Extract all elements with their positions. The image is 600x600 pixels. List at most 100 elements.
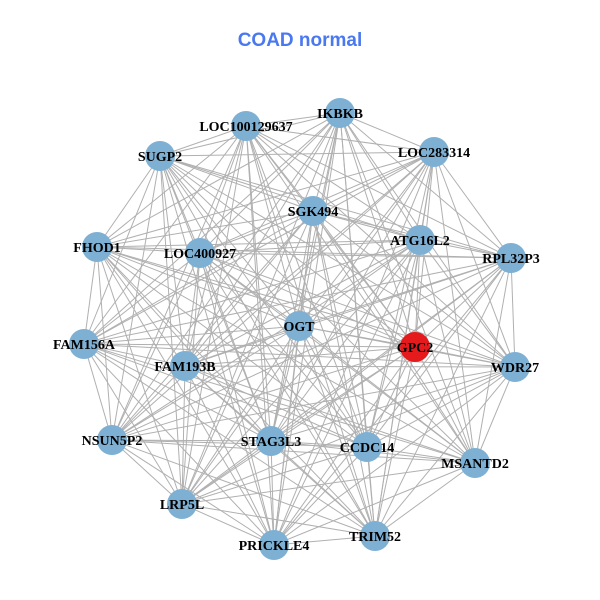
edge-WDR27-CCDC14: [366, 366, 516, 448]
edge-FAM193B-MSANTD2: [184, 365, 476, 464]
edge-SGK494-LOC400927: [199, 210, 314, 254]
node-label: CCDC14: [340, 441, 394, 456]
edge-LOC283314-FHOD1: [96, 151, 435, 248]
node-IKBKB[interactable]: [325, 98, 355, 128]
edge-NSUN5P2-PRICKLE4: [111, 439, 275, 546]
edge-SUGP2-STAG3L3: [159, 155, 272, 442]
edge-LOC100129637-MSANTD2: [245, 125, 476, 464]
edge-OGT-MSANTD2: [298, 325, 476, 464]
edge-SGK494-ATG16L2: [312, 210, 421, 241]
edge-LOC283314-PRICKLE4: [273, 151, 435, 546]
edge-LOC100129637-LOC400927: [199, 125, 247, 254]
edge-LOC283314-WDR27: [433, 151, 516, 368]
edge-LOC100129637-STAG3L3: [245, 125, 272, 442]
edge-STAG3L3-LRP5L: [181, 440, 272, 505]
edge-GPC2-TRIM52: [374, 346, 416, 537]
node-label: LOC100129637: [199, 120, 292, 135]
edge-FHOD1-NSUN5P2: [96, 246, 113, 441]
edge-FHOD1-FAM193B: [96, 246, 186, 367]
edge-ATG16L2-WDR27: [419, 239, 516, 368]
node-label: TRIM52: [349, 530, 401, 545]
edge-SUGP2-OGT: [159, 155, 300, 327]
edge-LOC100129637-SUGP2: [159, 125, 247, 157]
edge-LOC400927-NSUN5P2: [111, 252, 201, 441]
node-SGK494[interactable]: [298, 196, 328, 226]
edge-IKBKB-NSUN5P2: [111, 112, 341, 441]
node-label: SGK494: [288, 205, 339, 220]
edge-FHOD1-CCDC14: [96, 246, 368, 448]
edge-OGT-TRIM52: [298, 325, 376, 537]
edge-SGK494-FHOD1: [96, 210, 314, 248]
edge-LRP5L-TRIM52: [181, 503, 376, 537]
node-CCDC14[interactable]: [352, 432, 382, 462]
edge-SGK494-FAM193B: [184, 210, 314, 367]
node-LOC400927[interactable]: [185, 238, 215, 268]
node-MSANTD2[interactable]: [460, 448, 490, 478]
node-WDR27[interactable]: [500, 352, 530, 382]
edge-LOC283314-SGK494: [312, 151, 435, 212]
node-PRICKLE4[interactable]: [259, 530, 289, 560]
node-ATG16L2[interactable]: [405, 225, 435, 255]
edge-LOC283314-MSANTD2: [433, 151, 476, 464]
edge-WDR27-LRP5L: [181, 366, 516, 505]
edge-FAM193B-CCDC14: [184, 365, 368, 448]
node-LOC100129637[interactable]: [231, 111, 261, 141]
node-label: NSUN5P2: [82, 434, 143, 449]
edge-CCDC14-PRICKLE4: [273, 446, 368, 546]
edge-SUGP2-FAM193B: [159, 155, 186, 367]
node-label: FAM193B: [154, 360, 215, 375]
node-label: RPL32P3: [482, 252, 540, 267]
edge-FAM156A-WDR27: [83, 343, 516, 368]
edge-SUGP2-FHOD1: [96, 155, 161, 248]
edge-FAM193B-LRP5L: [181, 365, 186, 505]
node-GPC2[interactable]: [400, 332, 430, 362]
edge-NSUN5P2-STAG3L3: [111, 439, 272, 442]
edge-SGK494-TRIM52: [312, 210, 376, 537]
node-FHOD1[interactable]: [82, 232, 112, 262]
edge-RPL32P3-LRP5L: [181, 257, 512, 505]
node-label: STAG3L3: [241, 435, 301, 450]
edge-OGT-FAM156A: [83, 325, 300, 345]
edge-STAG3L3-TRIM52: [270, 440, 376, 537]
edges-layer: [83, 112, 516, 546]
node-LOC283314[interactable]: [419, 137, 449, 167]
edge-GPC2-WDR27: [414, 346, 516, 368]
edge-FHOD1-STAG3L3: [96, 246, 272, 442]
node-STAG3L3[interactable]: [256, 426, 286, 456]
node-SUGP2[interactable]: [145, 141, 175, 171]
edge-RPL32P3-WDR27: [510, 257, 516, 368]
node-label: WDR27: [491, 361, 539, 376]
figure-title: COAD normal: [237, 30, 363, 51]
edge-RPL32P3-PRICKLE4: [273, 257, 512, 546]
node-RPL32P3[interactable]: [496, 243, 526, 273]
node-TRIM52[interactable]: [360, 521, 390, 551]
edge-FHOD1-GPC2: [96, 246, 416, 348]
node-FAM193B[interactable]: [170, 351, 200, 381]
edge-NSUN5P2-TRIM52: [111, 439, 376, 537]
edge-SUGP2-PRICKLE4: [159, 155, 275, 546]
edge-RPL32P3-FAM193B: [184, 257, 512, 367]
node-label: LOC400927: [164, 247, 236, 262]
edge-IKBKB-LOC400927: [199, 112, 341, 254]
edge-FAM193B-WDR27: [184, 365, 516, 368]
edge-SUGP2-WDR27: [159, 155, 516, 368]
node-LRP5L[interactable]: [167, 489, 197, 519]
node-OGT[interactable]: [284, 311, 314, 341]
edge-LOC100129637-NSUN5P2: [111, 125, 247, 441]
edge-WDR27-TRIM52: [374, 366, 516, 537]
edge-STAG3L3-CCDC14: [270, 440, 368, 448]
edge-SUGP2-NSUN5P2: [111, 155, 161, 441]
edge-FAM193B-PRICKLE4: [184, 365, 275, 546]
edge-LOC283314-RPL32P3: [433, 151, 512, 259]
edge-WDR27-NSUN5P2: [111, 366, 516, 441]
edge-LRP5L-PRICKLE4: [181, 503, 275, 546]
edge-LOC283314-FAM193B: [184, 151, 435, 367]
edge-OGT-FAM193B: [184, 325, 300, 367]
edge-FHOD1-LRP5L: [96, 246, 183, 505]
edge-ATG16L2-NSUN5P2: [111, 239, 421, 441]
node-FAM156A[interactable]: [69, 329, 99, 359]
edge-FHOD1-FAM156A: [83, 246, 98, 345]
node-NSUN5P2[interactable]: [97, 425, 127, 455]
edge-FAM156A-LRP5L: [83, 343, 183, 505]
